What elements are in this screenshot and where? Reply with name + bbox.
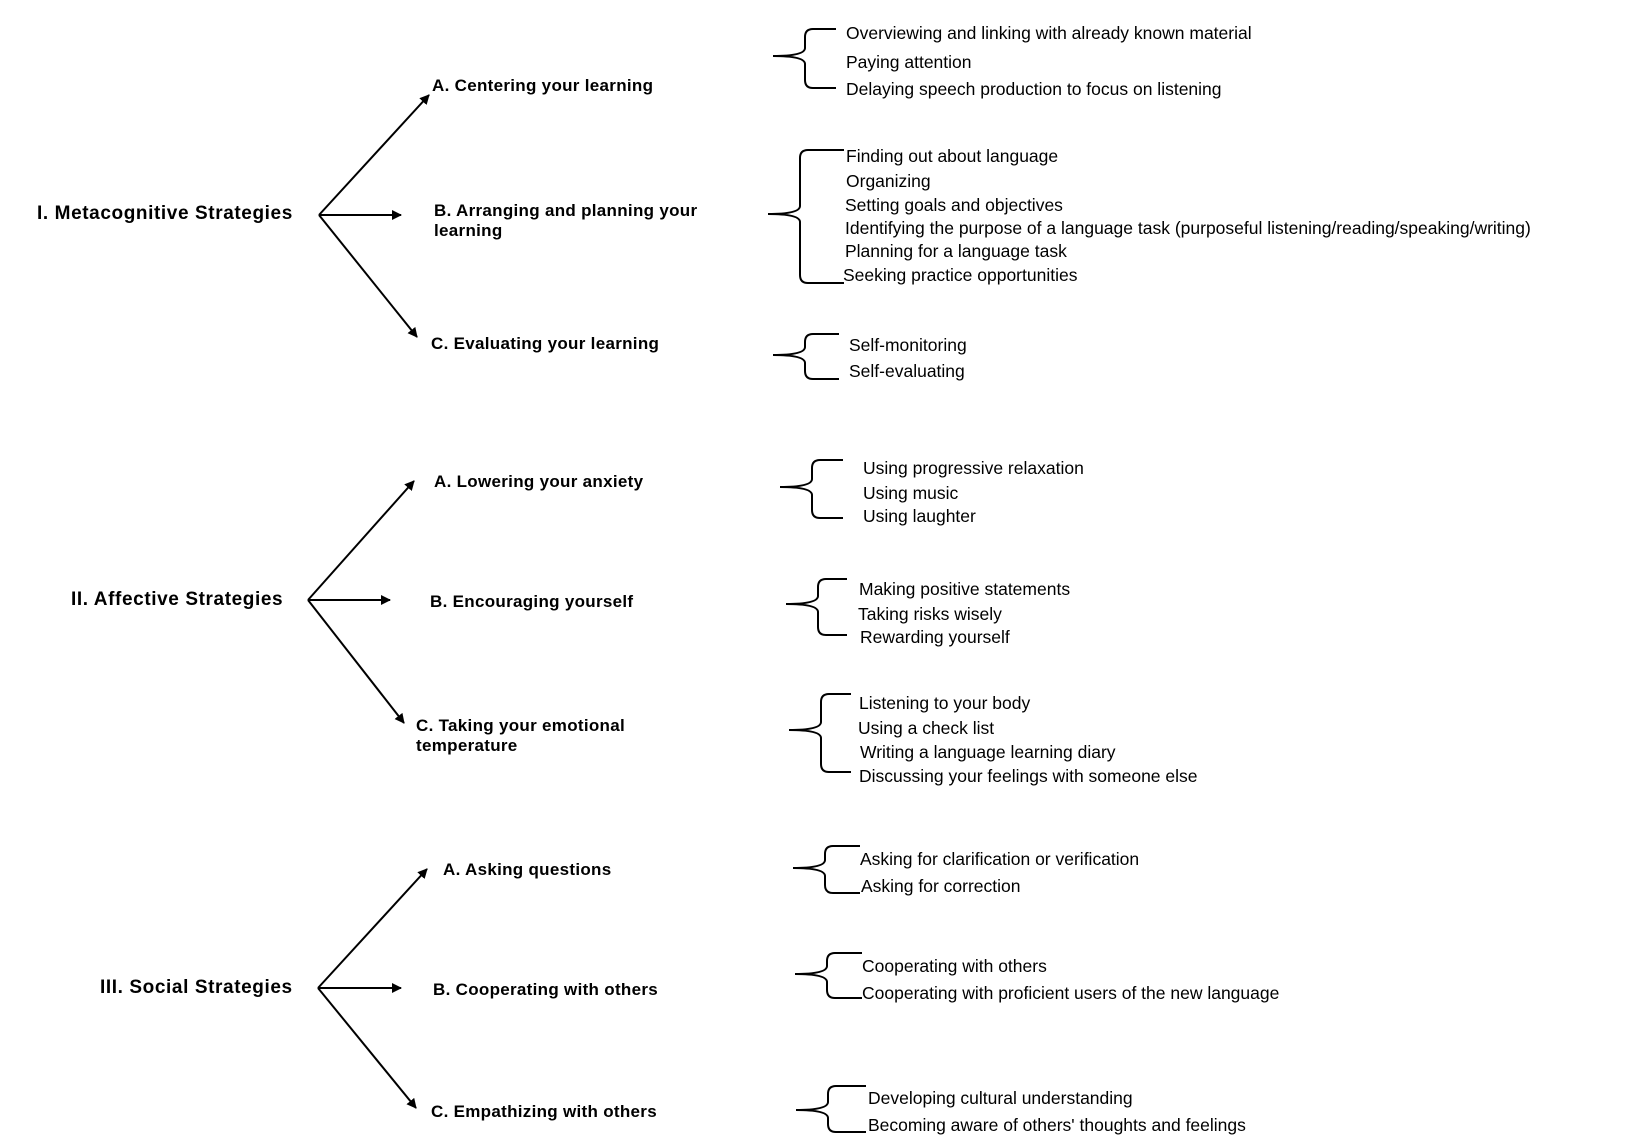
- arrow-affective-to-temperature: [307, 599, 405, 724]
- brace-temperature: [788, 693, 851, 773]
- brace-arranging: [767, 149, 844, 284]
- brace-questions: [792, 845, 860, 894]
- item-planning-task: Planning for a language task: [845, 241, 1067, 261]
- item-cultural-understanding: Developing cultural understanding: [868, 1088, 1133, 1108]
- item-paying-attention: Paying attention: [846, 52, 972, 72]
- item-check-list: Using a check list: [858, 718, 995, 738]
- item-cooperating-proficient: Cooperating with proficient users of the…: [862, 983, 1280, 1003]
- item-using-laughter: Using laughter: [863, 506, 976, 526]
- arrow-affective-to-anxiety: [307, 480, 415, 601]
- item-discussing-feelings: Discussing your feelings with someone el…: [859, 766, 1198, 786]
- subcategory-cooperating: B. Cooperating with others: [433, 980, 659, 999]
- item-organizing: Organizing: [846, 171, 931, 191]
- item-positive-statements: Making positive statements: [859, 579, 1071, 599]
- subcategory-empathizing: C. Empathizing with others: [431, 1102, 657, 1121]
- arrow-social-to-questions: [317, 868, 428, 989]
- arrow-social-to-empathizing: [317, 987, 417, 1109]
- item-overviewing: Overviewing and linking with already kno…: [846, 23, 1252, 43]
- brace-evaluating: [772, 333, 839, 380]
- category-affective: II. Affective Strategies: [71, 589, 284, 610]
- brace-anxiety: [779, 459, 843, 519]
- arrow-metacognitive-to-evaluating: [318, 214, 418, 338]
- brace-empathizing: [795, 1085, 866, 1133]
- item-learning-diary: Writing a language learning diary: [860, 742, 1116, 762]
- item-self-monitoring: Self-monitoring: [849, 335, 967, 355]
- item-setting-goals: Setting goals and objectives: [845, 195, 1063, 215]
- item-rewarding-yourself: Rewarding yourself: [860, 627, 1010, 647]
- item-using-music: Using music: [863, 483, 959, 503]
- item-cooperating-others: Cooperating with others: [862, 956, 1047, 976]
- subcategory-evaluating: C. Evaluating your learning: [431, 334, 660, 353]
- subcategory-arranging-planning: B. Arranging and planning your learning: [434, 201, 698, 240]
- item-aware-others: Becoming aware of others' thoughts and f…: [868, 1115, 1246, 1135]
- subcategory-lowering-anxiety: A. Lowering your anxiety: [434, 472, 644, 491]
- item-finding-out: Finding out about language: [846, 146, 1059, 166]
- brace-cooperating: [794, 952, 862, 999]
- subcategory-encouraging: B. Encouraging yourself: [430, 592, 634, 611]
- brace-centering: [772, 28, 836, 89]
- item-asking-correction: Asking for correction: [861, 876, 1021, 896]
- category-metacognitive: I. Metacognitive Strategies: [37, 203, 293, 224]
- item-taking-risks: Taking risks wisely: [858, 604, 1002, 624]
- item-delaying-speech: Delaying speech production to focus on l…: [846, 79, 1222, 99]
- item-listening-body: Listening to your body: [859, 693, 1031, 713]
- item-self-evaluating: Self-evaluating: [849, 361, 965, 381]
- brace-encouraging: [785, 578, 847, 636]
- item-identifying-purpose: Identifying the purpose of a language ta…: [845, 218, 1531, 238]
- item-seeking-practice: Seeking practice opportunities: [843, 265, 1078, 285]
- subcategory-centering: A. Centering your learning: [432, 76, 654, 95]
- arrow-metacognitive-to-centering: [318, 94, 430, 216]
- item-progressive-relaxation: Using progressive relaxation: [863, 458, 1084, 478]
- item-asking-clarification: Asking for clarification or verification: [860, 849, 1140, 869]
- subcategory-emotional-temperature: C. Taking your emotional temperature: [416, 716, 626, 755]
- subcategory-asking-questions: A. Asking questions: [443, 860, 612, 879]
- category-social: III. Social Strategies: [100, 977, 293, 998]
